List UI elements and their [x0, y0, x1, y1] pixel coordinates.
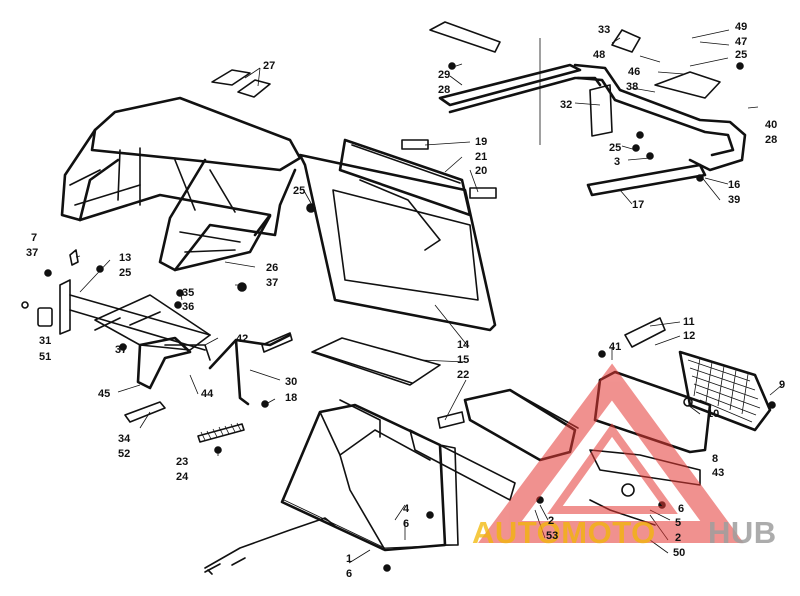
callout-52: 52 — [118, 448, 130, 460]
callout-29: 29 — [438, 69, 450, 81]
callout-22: 22 — [457, 369, 469, 381]
callout-6b: 6 — [346, 568, 352, 580]
callout-6c: 6 — [678, 503, 684, 515]
callout-11: 11 — [683, 316, 695, 328]
wire-harness — [204, 517, 336, 575]
callout-42: 42 — [236, 333, 248, 345]
callout-47: 47 — [735, 36, 747, 48]
watermark-logo — [478, 363, 744, 543]
callout-31: 31 — [39, 335, 51, 347]
callout-36: 36 — [182, 301, 194, 313]
floor-mat — [311, 337, 441, 386]
callout-28a: 28 — [438, 84, 450, 96]
callout-1: 1 — [346, 553, 352, 565]
callout-40: 40 — [765, 119, 777, 131]
callout-37c: 37 — [115, 344, 127, 356]
callout-12: 12 — [683, 330, 695, 342]
mount-bracket — [21, 249, 211, 351]
callout-49: 49 — [735, 21, 747, 33]
label-plates-27 — [211, 69, 271, 98]
rear-rack — [60, 96, 302, 272]
leader-lines — [75, 29, 783, 564]
callout-5: 5 — [675, 517, 681, 529]
callout-7: 7 — [31, 232, 37, 244]
watermark-text-hub: HUB — [708, 515, 777, 550]
callout-41: 41 — [609, 341, 621, 353]
callout-19: 19 — [475, 136, 487, 148]
callout-2b: 2 — [675, 532, 681, 544]
callout-20: 20 — [475, 165, 487, 177]
callout-25a: 25 — [119, 267, 131, 279]
callout-46: 46 — [628, 66, 640, 78]
callout-10: 10 — [707, 408, 719, 420]
callout-53: 53 — [546, 530, 558, 542]
callout-38: 38 — [626, 81, 638, 93]
callout-9: 9 — [779, 379, 785, 391]
callout-4: 4 — [403, 503, 410, 515]
callout-44: 44 — [201, 388, 214, 400]
side-rails — [429, 21, 747, 197]
callout-50: 50 — [673, 547, 685, 559]
callout-13: 13 — [119, 252, 131, 264]
callout-32: 32 — [560, 99, 572, 111]
callout-43: 43 — [712, 467, 724, 479]
callout-15: 15 — [457, 354, 469, 366]
callout-24: 24 — [176, 471, 189, 483]
callout-18: 18 — [285, 392, 297, 404]
callout-6a: 6 — [403, 518, 409, 530]
callout-25b: 25 — [293, 185, 305, 197]
callout-51: 51 — [39, 351, 51, 363]
callout-28b: 28 — [765, 134, 777, 146]
callout-21: 21 — [475, 151, 487, 163]
callout-39: 39 — [728, 194, 740, 206]
callout-16: 16 — [728, 179, 740, 191]
callout-33: 33 — [598, 24, 610, 36]
callout-14: 14 — [457, 339, 470, 351]
watermark-text-automoto: AUTOMOTO — [472, 515, 656, 550]
callout-27: 27 — [263, 60, 275, 72]
callout-8: 8 — [712, 453, 718, 465]
callout-35: 35 — [182, 287, 194, 299]
callout-17: 17 — [632, 199, 644, 211]
callout-3: 3 — [614, 156, 620, 168]
callout-23: 23 — [176, 456, 188, 468]
callout-30: 30 — [285, 376, 297, 388]
callout-37b: 37 — [266, 277, 278, 289]
callout-25d: 25 — [609, 142, 621, 154]
callout-26: 26 — [266, 262, 278, 274]
callout-labels: 27 7 37 13 25 26 37 35 36 31 51 37 42 45… — [26, 21, 785, 580]
back-panel — [298, 138, 497, 332]
callout-2: 2 — [548, 515, 554, 527]
callout-48: 48 — [593, 49, 605, 61]
callout-45: 45 — [98, 388, 110, 400]
callout-34: 34 — [118, 433, 131, 445]
watermark-triangle — [478, 363, 744, 543]
callout-37a: 37 — [26, 247, 38, 259]
callout-25c: 25 — [735, 49, 747, 61]
